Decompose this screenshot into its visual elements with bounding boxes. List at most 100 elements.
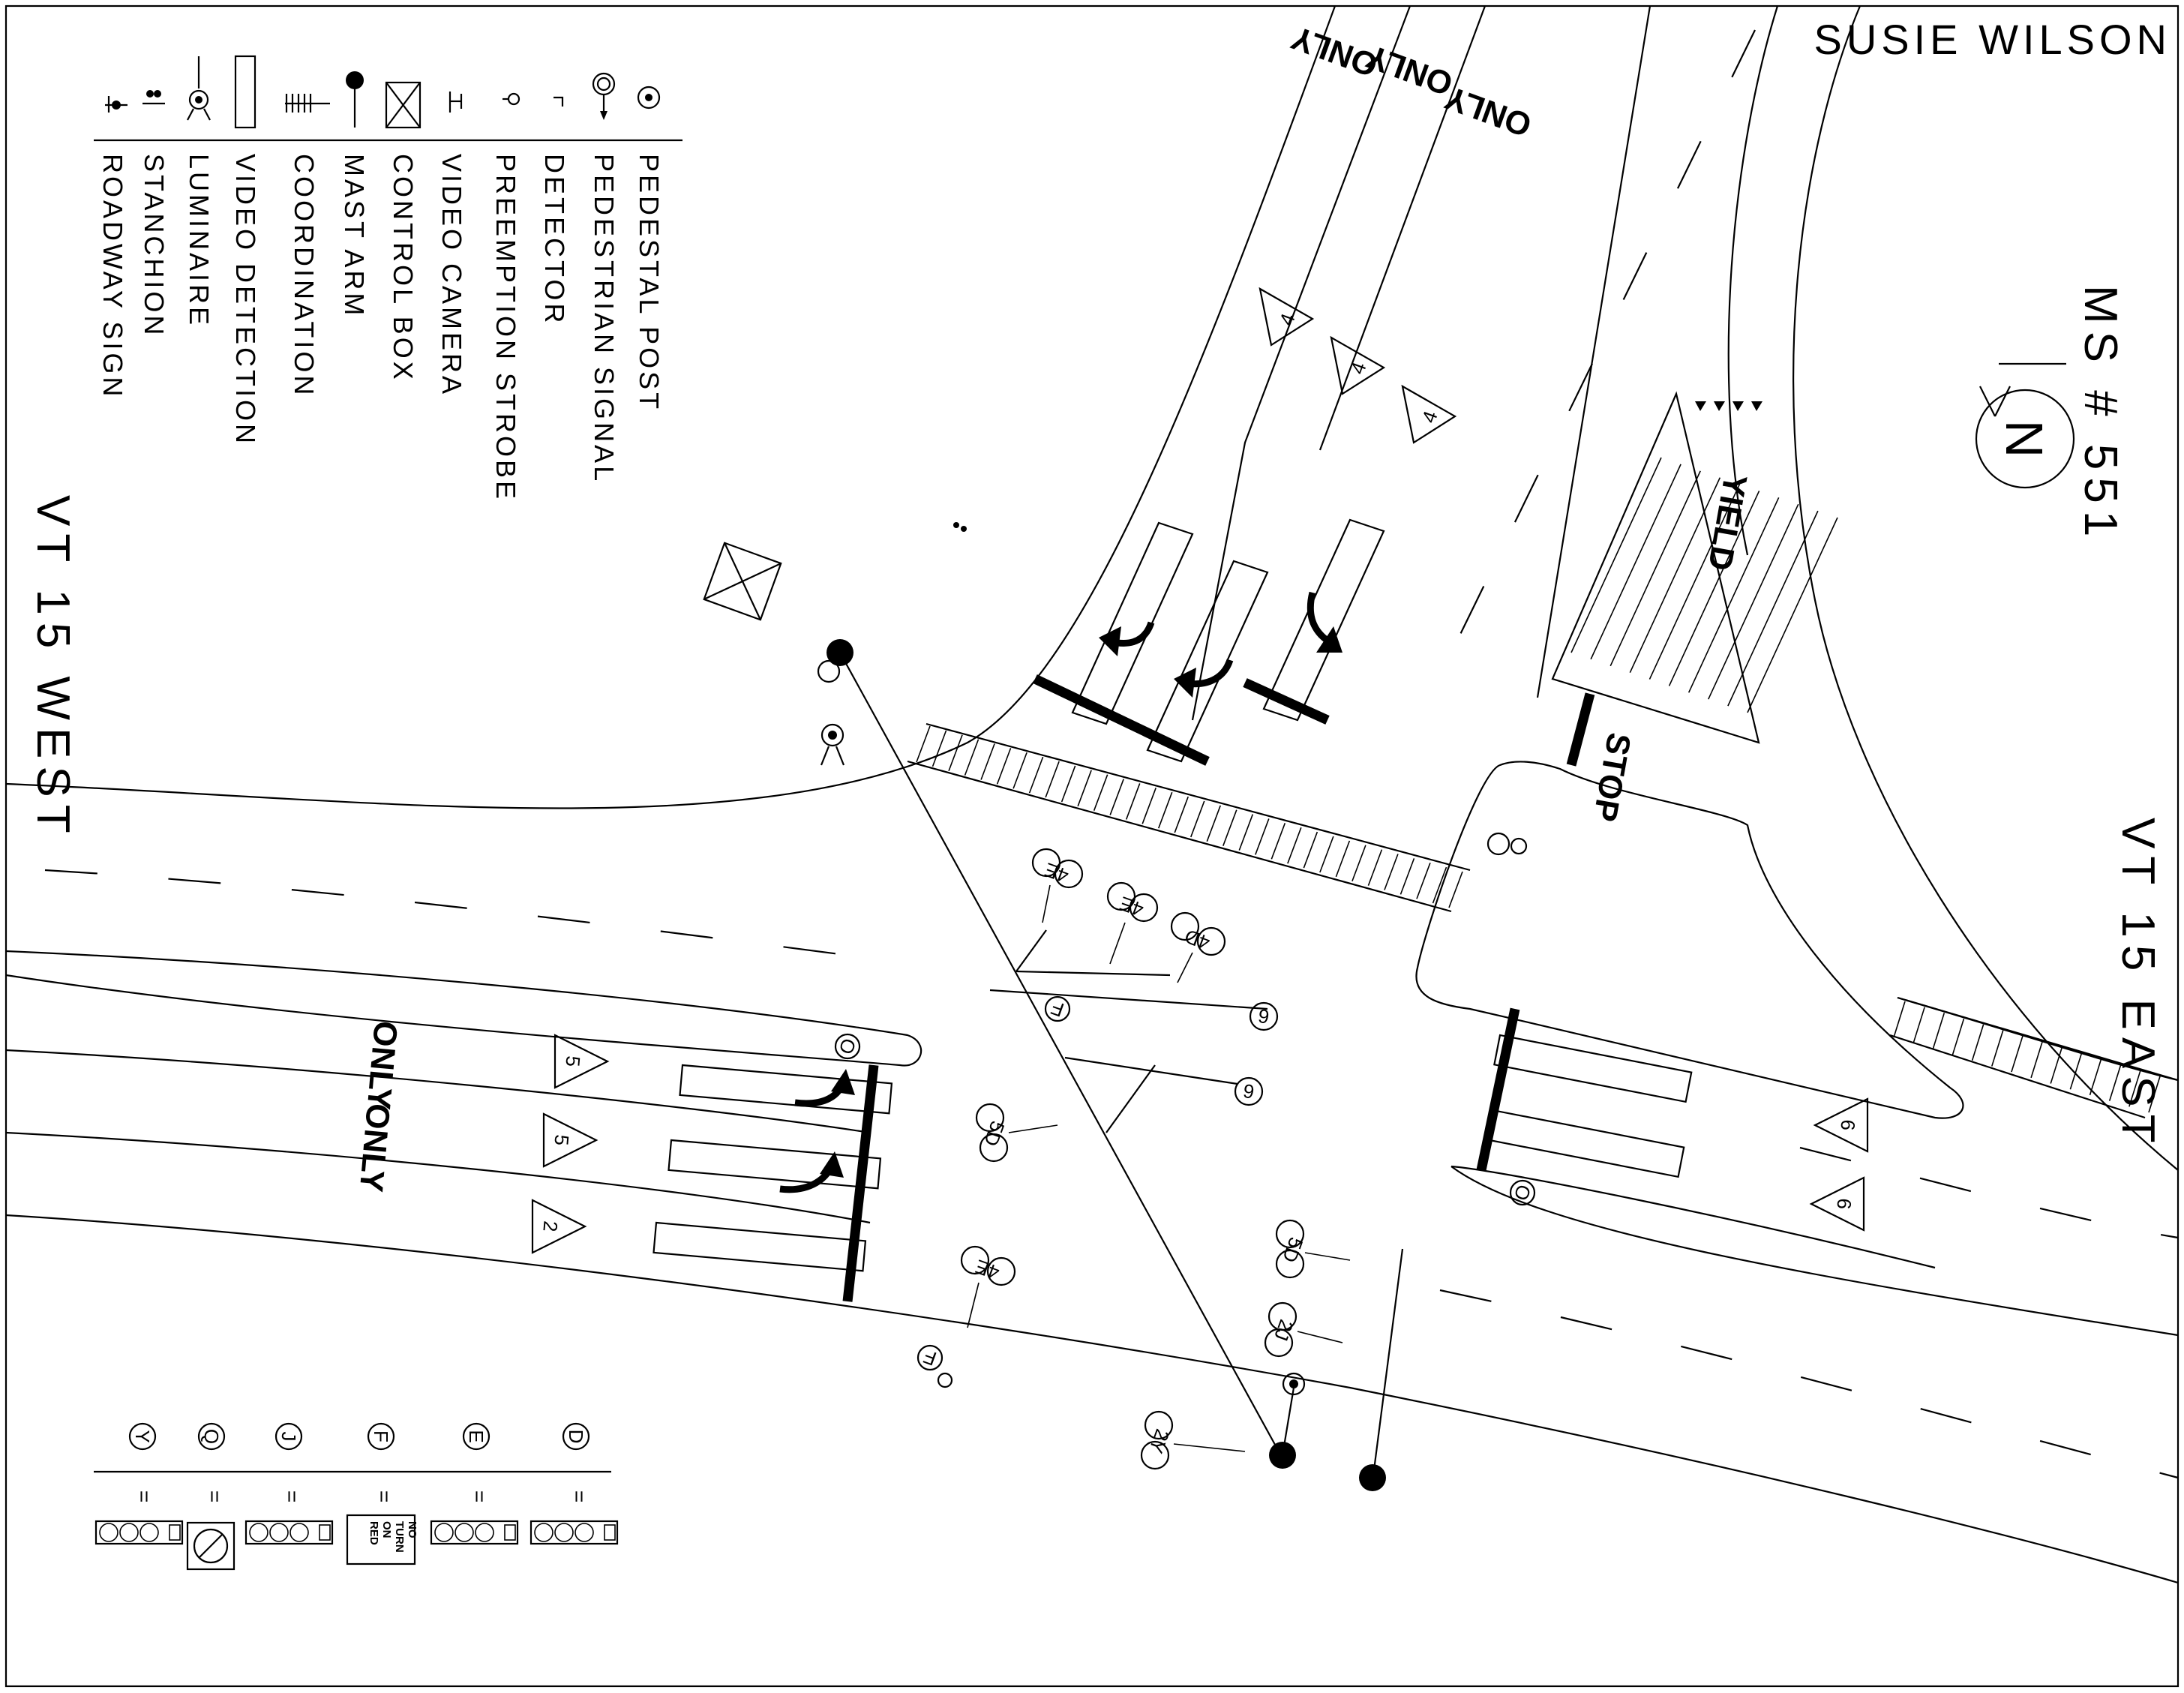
north-letter: N [1995,420,2054,458]
svg-text:J: J [278,1432,300,1442]
phase-triangle: 4 [1330,335,1386,395]
pedestal-post [820,723,844,747]
phase-triangle: 6 [1809,1176,1865,1232]
svg-text:F: F [370,1430,392,1442]
hatch-line [1045,761,1060,798]
hatch-line [2069,1052,2083,1090]
svg-text:5: 5 [561,1055,584,1067]
hatch-line [1932,1013,1946,1049]
pedestal-post [1282,1372,1306,1396]
hatch-line [1384,854,1399,890]
head-key-item: Y = [94,1422,184,1545]
signal-head: 4E [1031,848,1084,923]
svg-text:F: F [920,1345,939,1370]
legend-label: LUMINAIRE [184,154,214,328]
head-key-item: J = [244,1422,334,1545]
preemption-strobe-icon [502,92,520,106]
phase-triangle: 5 [554,1034,610,1089]
hatch-line [1448,871,1463,908]
signal-head: F [1044,995,1071,1022]
hatch-line [1270,823,1286,860]
stanchion-icon [142,90,165,105]
svg-text:5D: 5D [980,1118,1010,1150]
svg-text:4D: 4D [1182,925,1214,955]
control-box [703,542,782,621]
mast-arm-icon [346,71,364,128]
hatch-line [1238,814,1254,851]
hatch-line [1125,783,1141,820]
pedestal-post-icon [637,86,661,110]
svg-text:6: 6 [1241,1079,1256,1103]
svg-text:6: 6 [1256,1004,1270,1028]
svg-text:4: 4 [1275,311,1300,329]
hatch-line [916,725,931,763]
hatch-line [1668,491,1760,686]
legend-label: MAST ARM [339,154,370,318]
hatch-line [932,730,947,767]
hatch-line [2011,1035,2024,1073]
title: SUSIE WILSON [1814,16,2171,63]
hatch-line [1222,809,1238,846]
svg-text:=: = [133,1490,156,1502]
detection-zones [652,518,1693,1272]
signal-head: 2Y [1140,1410,1246,1470]
svg-text:Q: Q [200,1429,223,1444]
hatch-line [1303,831,1318,869]
crosswalk-east [1889,996,2179,1119]
hatch-line [1319,836,1334,873]
hatch-line [1971,1024,1984,1061]
hatch-line [1952,1018,1965,1055]
turn-arrows [779,591,1342,1193]
control-box-icon [385,81,422,129]
hatch-line [1648,484,1741,680]
hatch-line [2108,1064,2122,1101]
crosswalk-north [907,722,1471,913]
hatch-line [2050,1047,2062,1084]
hatch-line [1093,774,1108,811]
mast-arms [826,639,1404,1491]
legend-label: PEDESTRIAN SIGNAL [589,154,620,484]
legend-label: STANCHION [139,154,170,338]
signal-head: 4D [1170,911,1226,983]
signal-head: 6 [1234,1076,1264,1106]
signal-head: F [916,1344,953,1388]
legend-label: COORDINATION [289,154,320,398]
svg-text:ON: ON [380,1521,393,1538]
signal-head: O [1509,1179,1536,1206]
svg-text:NO: NO [406,1521,418,1538]
sheet-label: MS # 551 [2074,285,2126,544]
hatch-line [1432,866,1448,904]
pedestrian-signal [1486,832,1510,856]
road-edges [5,5,2179,1584]
coordination-icon [285,94,330,113]
north-arrow: N [1975,362,2075,489]
head-key-item: E = [430,1422,519,1545]
svg-text:=: = [373,1490,396,1502]
hatch-line [1912,1007,1925,1043]
hatch-line [1590,464,1682,660]
svg-text:=: = [203,1490,226,1502]
pedestrian-signal-icon [592,72,616,120]
stop-bars [842,674,1595,1302]
svg-text:2: 2 [538,1220,562,1232]
hatch-line [1629,477,1721,674]
pedestrian-signal [817,659,841,683]
hatch-line [2148,1076,2161,1113]
only-word-4: ONLY [360,1019,404,1111]
roadway-sign-icon [105,96,128,113]
phase-triangle: 6 [1813,1097,1869,1153]
signal-head: 4E [1106,881,1159,965]
hatch-line [1142,788,1156,824]
legend-label: DETECTOR [539,154,570,326]
svg-text:RED: RED [368,1521,380,1545]
signal-head: O [834,1033,861,1060]
signal-head: 6 [1249,1001,1279,1031]
pedestal-post [1510,837,1528,855]
legend-label: VIDEO DETECTION [230,154,261,446]
legend-label: ROADWAY SIGN [98,154,128,399]
svg-text:2Y: 2Y [1144,1426,1174,1456]
road-label-west: VT 15 WEST [27,495,79,841]
phase-triangle: 5 [542,1112,598,1168]
only-word-3: ONLY [1441,79,1537,143]
